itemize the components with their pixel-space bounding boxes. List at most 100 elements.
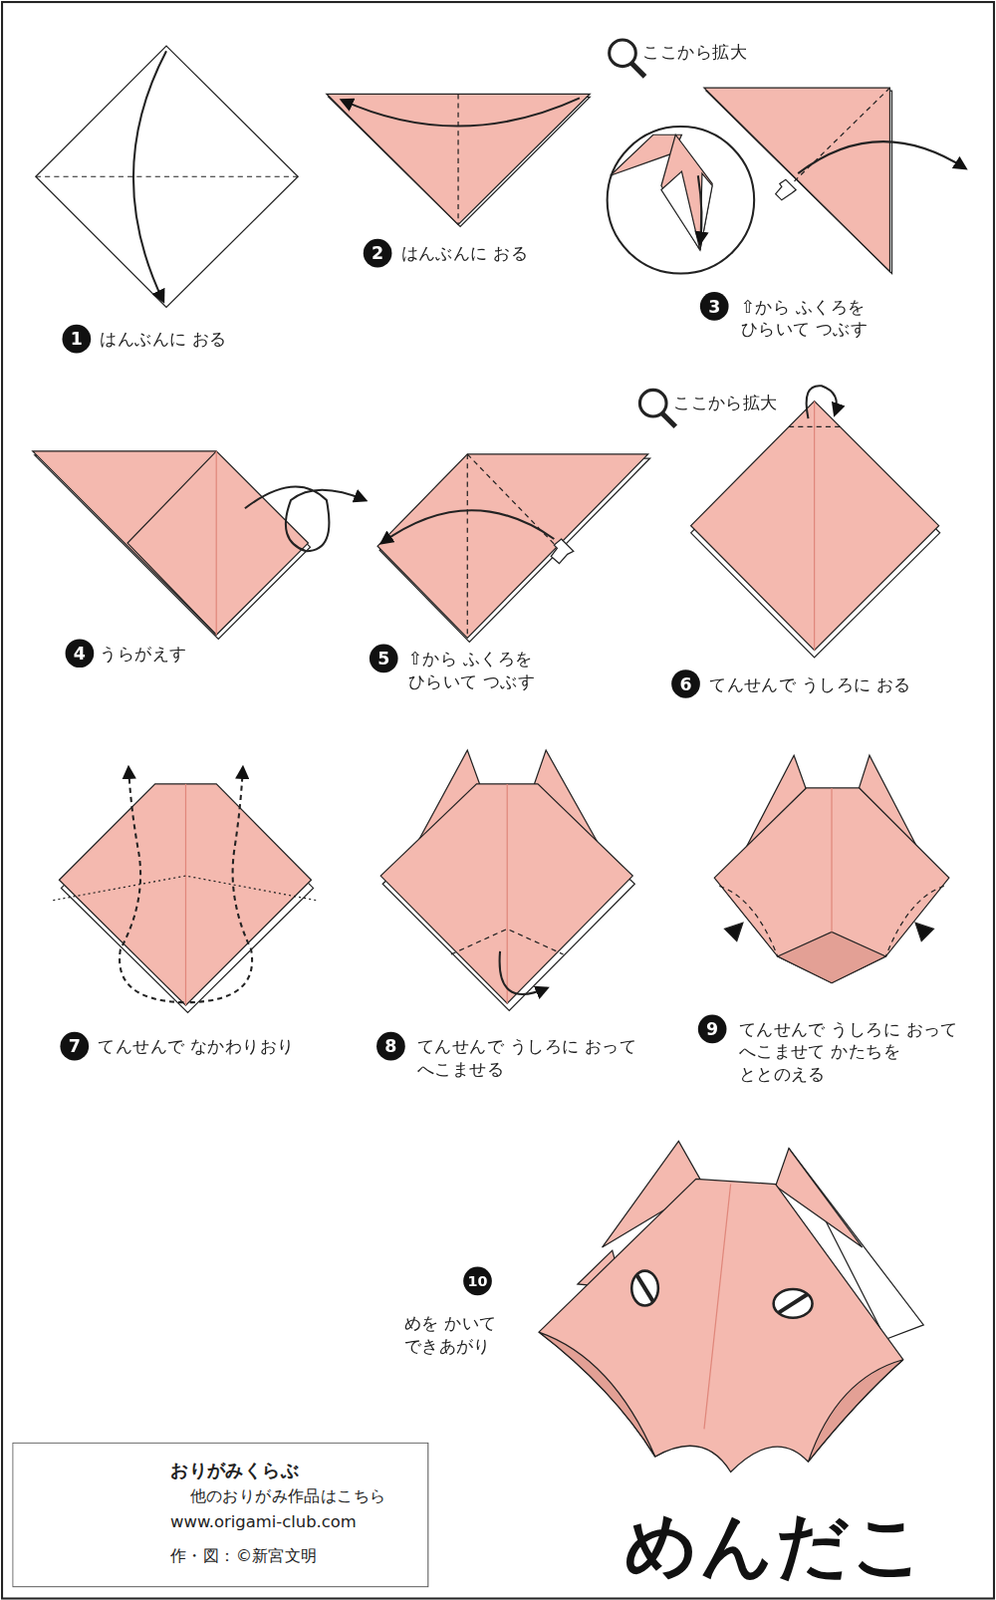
step8-figure-part bbox=[506, 783, 508, 1003]
step9-figure-part bbox=[714, 787, 950, 984]
step10-figure-part bbox=[807, 1359, 903, 1462]
step-instruction: めを かいて できあがり bbox=[404, 1311, 527, 1357]
step-marker: 1はんぶんに おる bbox=[61, 324, 91, 354]
step3-figure-part bbox=[661, 134, 713, 250]
step9-figure-part bbox=[777, 931, 887, 983]
step6-figure-part bbox=[813, 401, 815, 651]
link-note: 他のおりがみ作品はこちら bbox=[190, 1486, 387, 1508]
step-number: 9 bbox=[698, 1013, 728, 1043]
step10-figure-part bbox=[636, 1274, 653, 1302]
step7-figure-part bbox=[52, 875, 316, 901]
step-number: 3 bbox=[700, 291, 730, 321]
step-marker: 8てんせんで うしろに おって へこませる bbox=[376, 1031, 406, 1061]
step6-figure-part bbox=[662, 413, 676, 427]
zoom-note: ここから拡大 bbox=[673, 390, 778, 415]
step7-figure-part bbox=[58, 783, 311, 1005]
step2-figure-part bbox=[457, 93, 459, 225]
step7-figure-part bbox=[119, 766, 184, 1002]
step10-figure-part bbox=[538, 1331, 656, 1457]
step-instruction: てんせんで なかわりおり bbox=[97, 1034, 363, 1058]
step-instruction: うらがえす bbox=[99, 641, 304, 665]
step4-figure-part bbox=[127, 451, 217, 635]
step10-figure bbox=[538, 1140, 924, 1472]
step-marker: 6てんせんで うしろに おる bbox=[671, 669, 701, 699]
site-url: www.origami-club.com bbox=[170, 1510, 357, 1530]
step10-figure-part bbox=[773, 1288, 813, 1318]
step2-figure-part bbox=[341, 97, 580, 126]
step6-figure-part bbox=[788, 426, 840, 428]
zoom-note: ここから拡大 bbox=[642, 40, 747, 65]
step3-figure-part bbox=[607, 126, 755, 274]
step1-figure bbox=[35, 45, 298, 307]
step8-figure-part bbox=[499, 951, 548, 995]
step4-figure bbox=[32, 451, 366, 640]
step7-figure-part bbox=[185, 783, 187, 1005]
step4-figure-part bbox=[32, 451, 309, 635]
step9-figure-part bbox=[830, 787, 832, 932]
step10-figure-part bbox=[631, 1270, 659, 1306]
step2-figure-part bbox=[326, 93, 590, 225]
step-number: 1 bbox=[61, 324, 91, 354]
step5-figure bbox=[377, 454, 651, 643]
step-marker: 5⇧から ふくろを ひらいて つぶす bbox=[369, 644, 399, 674]
step-instruction: はんぶんに おる bbox=[401, 242, 606, 265]
footer-box: おりがみくらぶ他のおりがみ作品はこちらwww.origami-club.com 作… bbox=[11, 1442, 429, 1587]
step3-figure-part bbox=[609, 39, 637, 67]
step3-figure-part bbox=[698, 175, 703, 244]
credit: 作・図：©新宮文明 bbox=[170, 1544, 318, 1567]
step6-figure-part bbox=[639, 389, 667, 417]
step-marker: 9てんせんで うしろに おって へこませて かたちを ととのえる bbox=[698, 1013, 728, 1043]
step-number: 4 bbox=[65, 638, 95, 668]
step6-figure-part bbox=[691, 401, 940, 651]
step8-figure bbox=[380, 749, 635, 1010]
step-instruction: てんせんで うしろに おる bbox=[709, 672, 975, 696]
step2-figure bbox=[326, 93, 590, 227]
step10-figure-part bbox=[704, 1184, 732, 1430]
step-number: 8 bbox=[376, 1031, 406, 1061]
step8-figure-part bbox=[451, 928, 564, 955]
step-marker: 2はんぶんに おる bbox=[363, 239, 393, 268]
step-number: 5 bbox=[369, 644, 399, 674]
step-marker: 10めを かいて できあがり bbox=[463, 1266, 493, 1296]
step3-figure-part bbox=[631, 63, 645, 77]
step-instruction: はんぶんに おる bbox=[99, 327, 304, 351]
step3-figure-part bbox=[661, 171, 701, 250]
step5-figure-part bbox=[550, 538, 574, 564]
site-name: おりがみくらぶ bbox=[170, 1457, 299, 1483]
step5-figure-part bbox=[377, 454, 649, 638]
step5-figure-part bbox=[381, 509, 554, 543]
step1-figure-part bbox=[35, 45, 298, 307]
step-marker: 7てんせんで なかわりおり bbox=[59, 1031, 89, 1061]
step4-figure-part bbox=[216, 451, 218, 635]
step3-figure-part bbox=[775, 179, 796, 200]
step6-figure bbox=[639, 385, 940, 658]
step9-figure-part bbox=[719, 885, 777, 957]
step9-figure-part bbox=[915, 922, 934, 941]
step-number: 7 bbox=[59, 1031, 89, 1061]
step-instruction: ⇧から ふくろを ひらいて つぶす bbox=[408, 647, 562, 693]
step-instruction: てんせんで うしろに おって へこませて かたちを ととのえる bbox=[739, 1017, 985, 1086]
step-marker: 3⇧から ふくろを ひらいて つぶす bbox=[700, 291, 730, 321]
step3-figure-part bbox=[793, 87, 890, 182]
step-number: 2 bbox=[363, 239, 393, 268]
step1-figure-part bbox=[35, 176, 298, 178]
step10-figure-part bbox=[778, 1293, 808, 1312]
step-marker: 4うらがえす bbox=[65, 638, 95, 668]
step7-figure-part bbox=[190, 766, 253, 1002]
step5-figure-part bbox=[467, 454, 469, 638]
step1-figure-part bbox=[133, 50, 167, 301]
step4-figure-part bbox=[245, 486, 366, 551]
step9-figure bbox=[714, 754, 950, 983]
step-instruction: てんせんで うしろに おって へこませる bbox=[417, 1034, 663, 1080]
step7-figure bbox=[52, 766, 316, 1012]
title: めんだこ bbox=[624, 1497, 927, 1594]
step10-figure-part bbox=[538, 1178, 904, 1472]
step6-figure-part bbox=[806, 385, 837, 419]
step8-figure-part bbox=[380, 783, 633, 1003]
step-number: 6 bbox=[671, 669, 701, 699]
step3-figure-part bbox=[797, 141, 966, 174]
step-instruction: ⇧から ふくろを ひらいて つぶす bbox=[741, 294, 895, 340]
step3-figure bbox=[607, 39, 967, 274]
step-number: 10 bbox=[463, 1266, 493, 1296]
